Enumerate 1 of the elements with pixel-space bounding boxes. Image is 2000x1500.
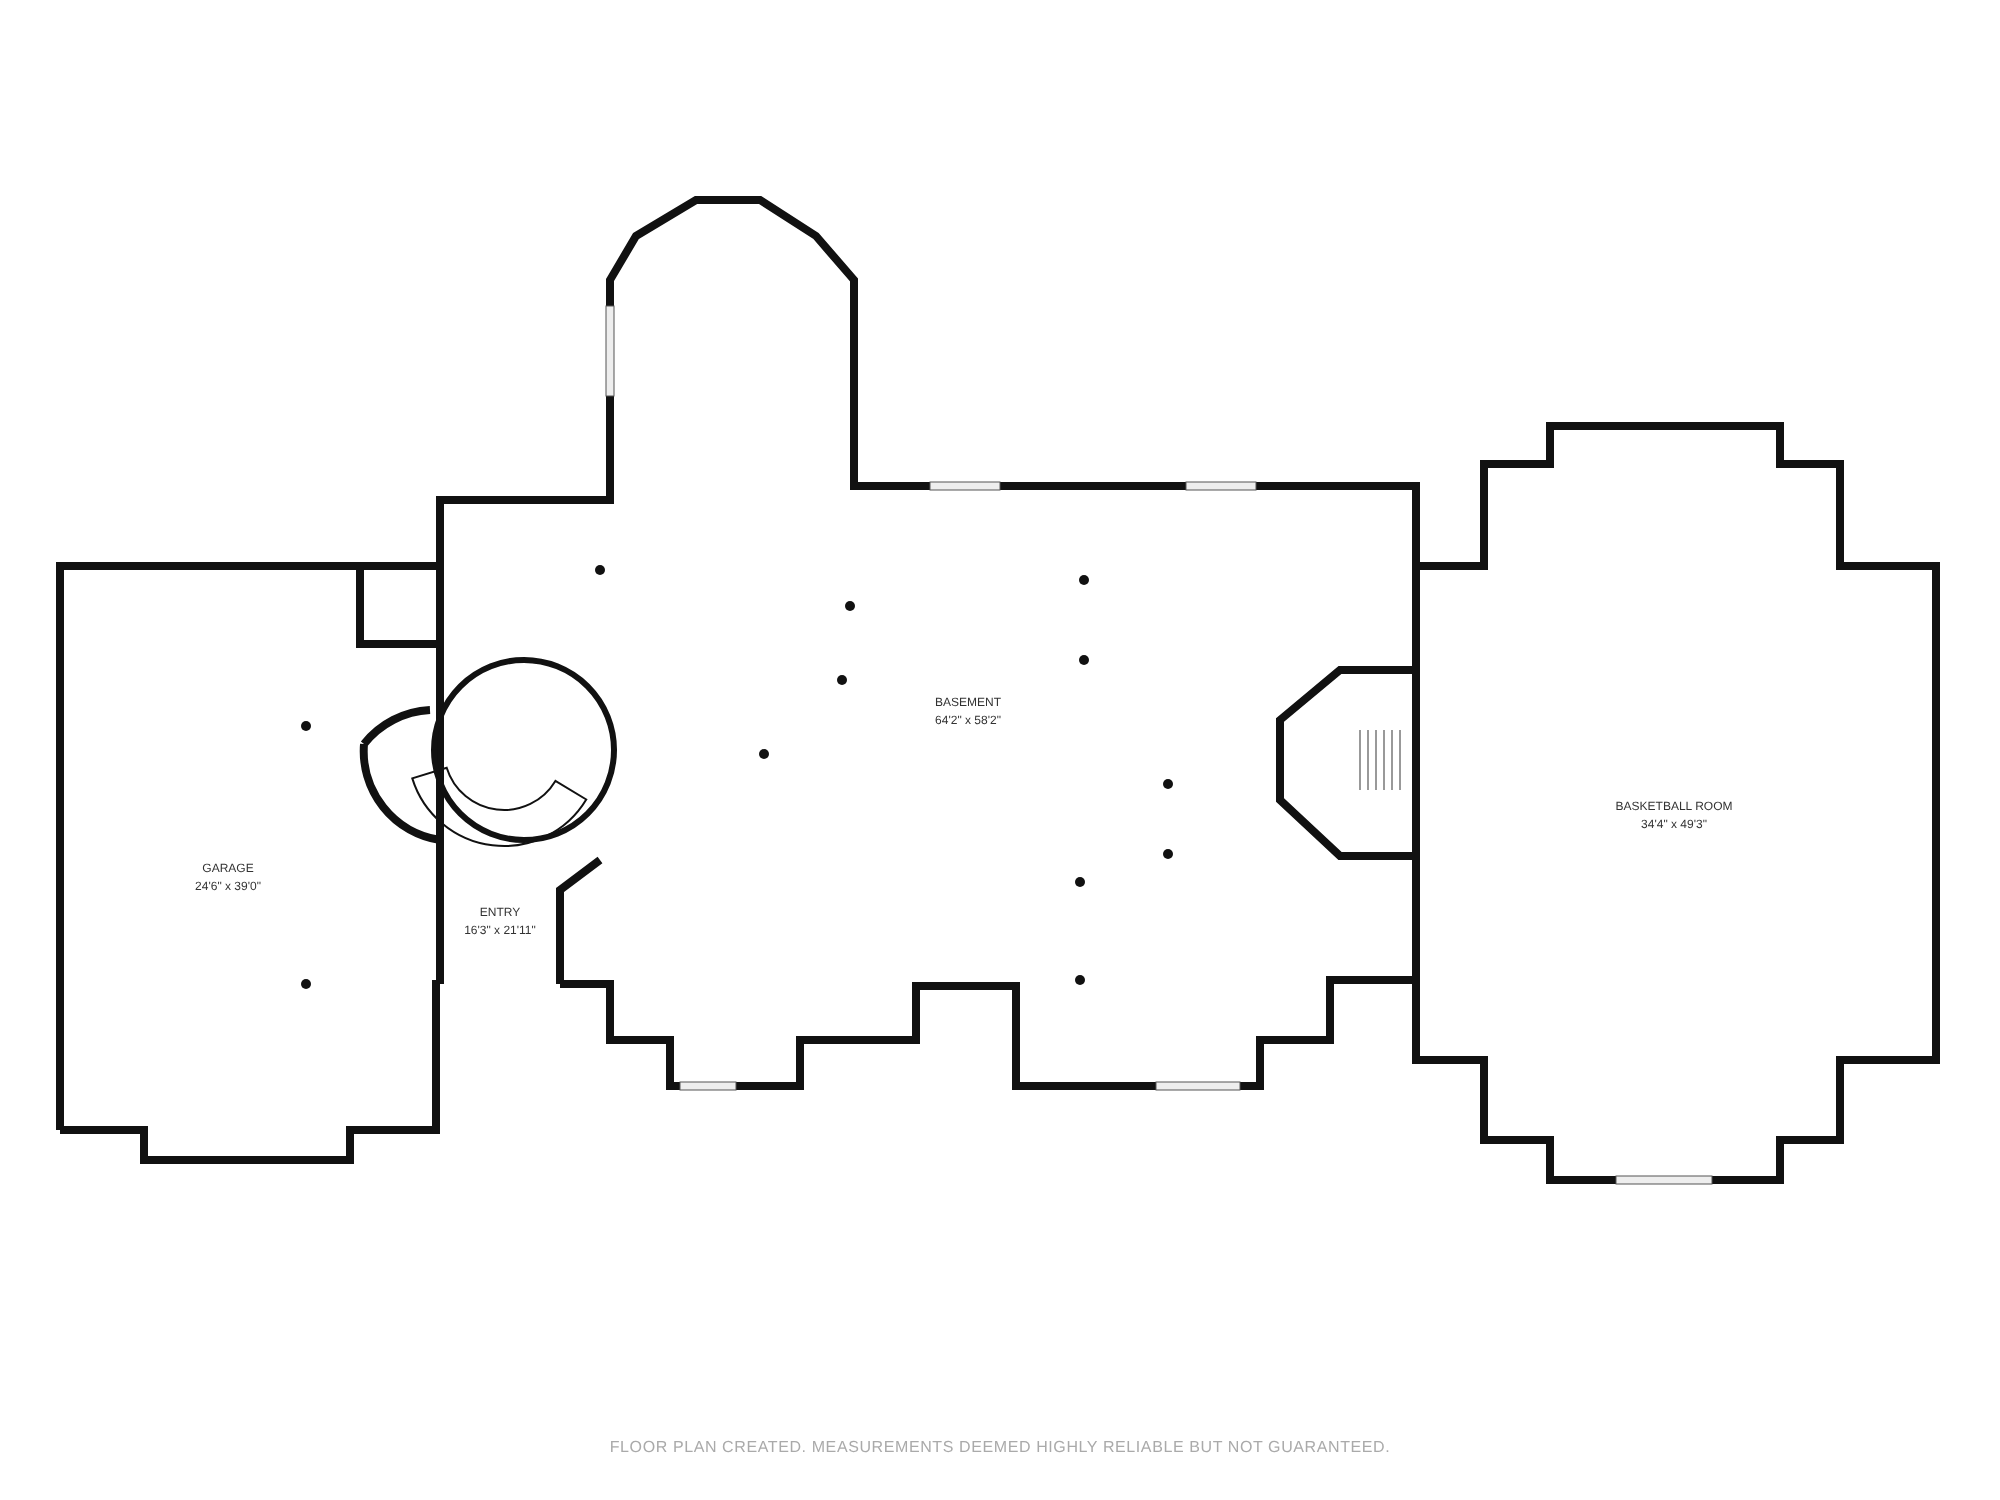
disclaimer-note: FLOOR PLAN CREATED. MEASUREMENTS DEEMED HIGHLY RELIABLE BUT NOT GUARANTEED. <box>609 1440 1391 1456</box>
